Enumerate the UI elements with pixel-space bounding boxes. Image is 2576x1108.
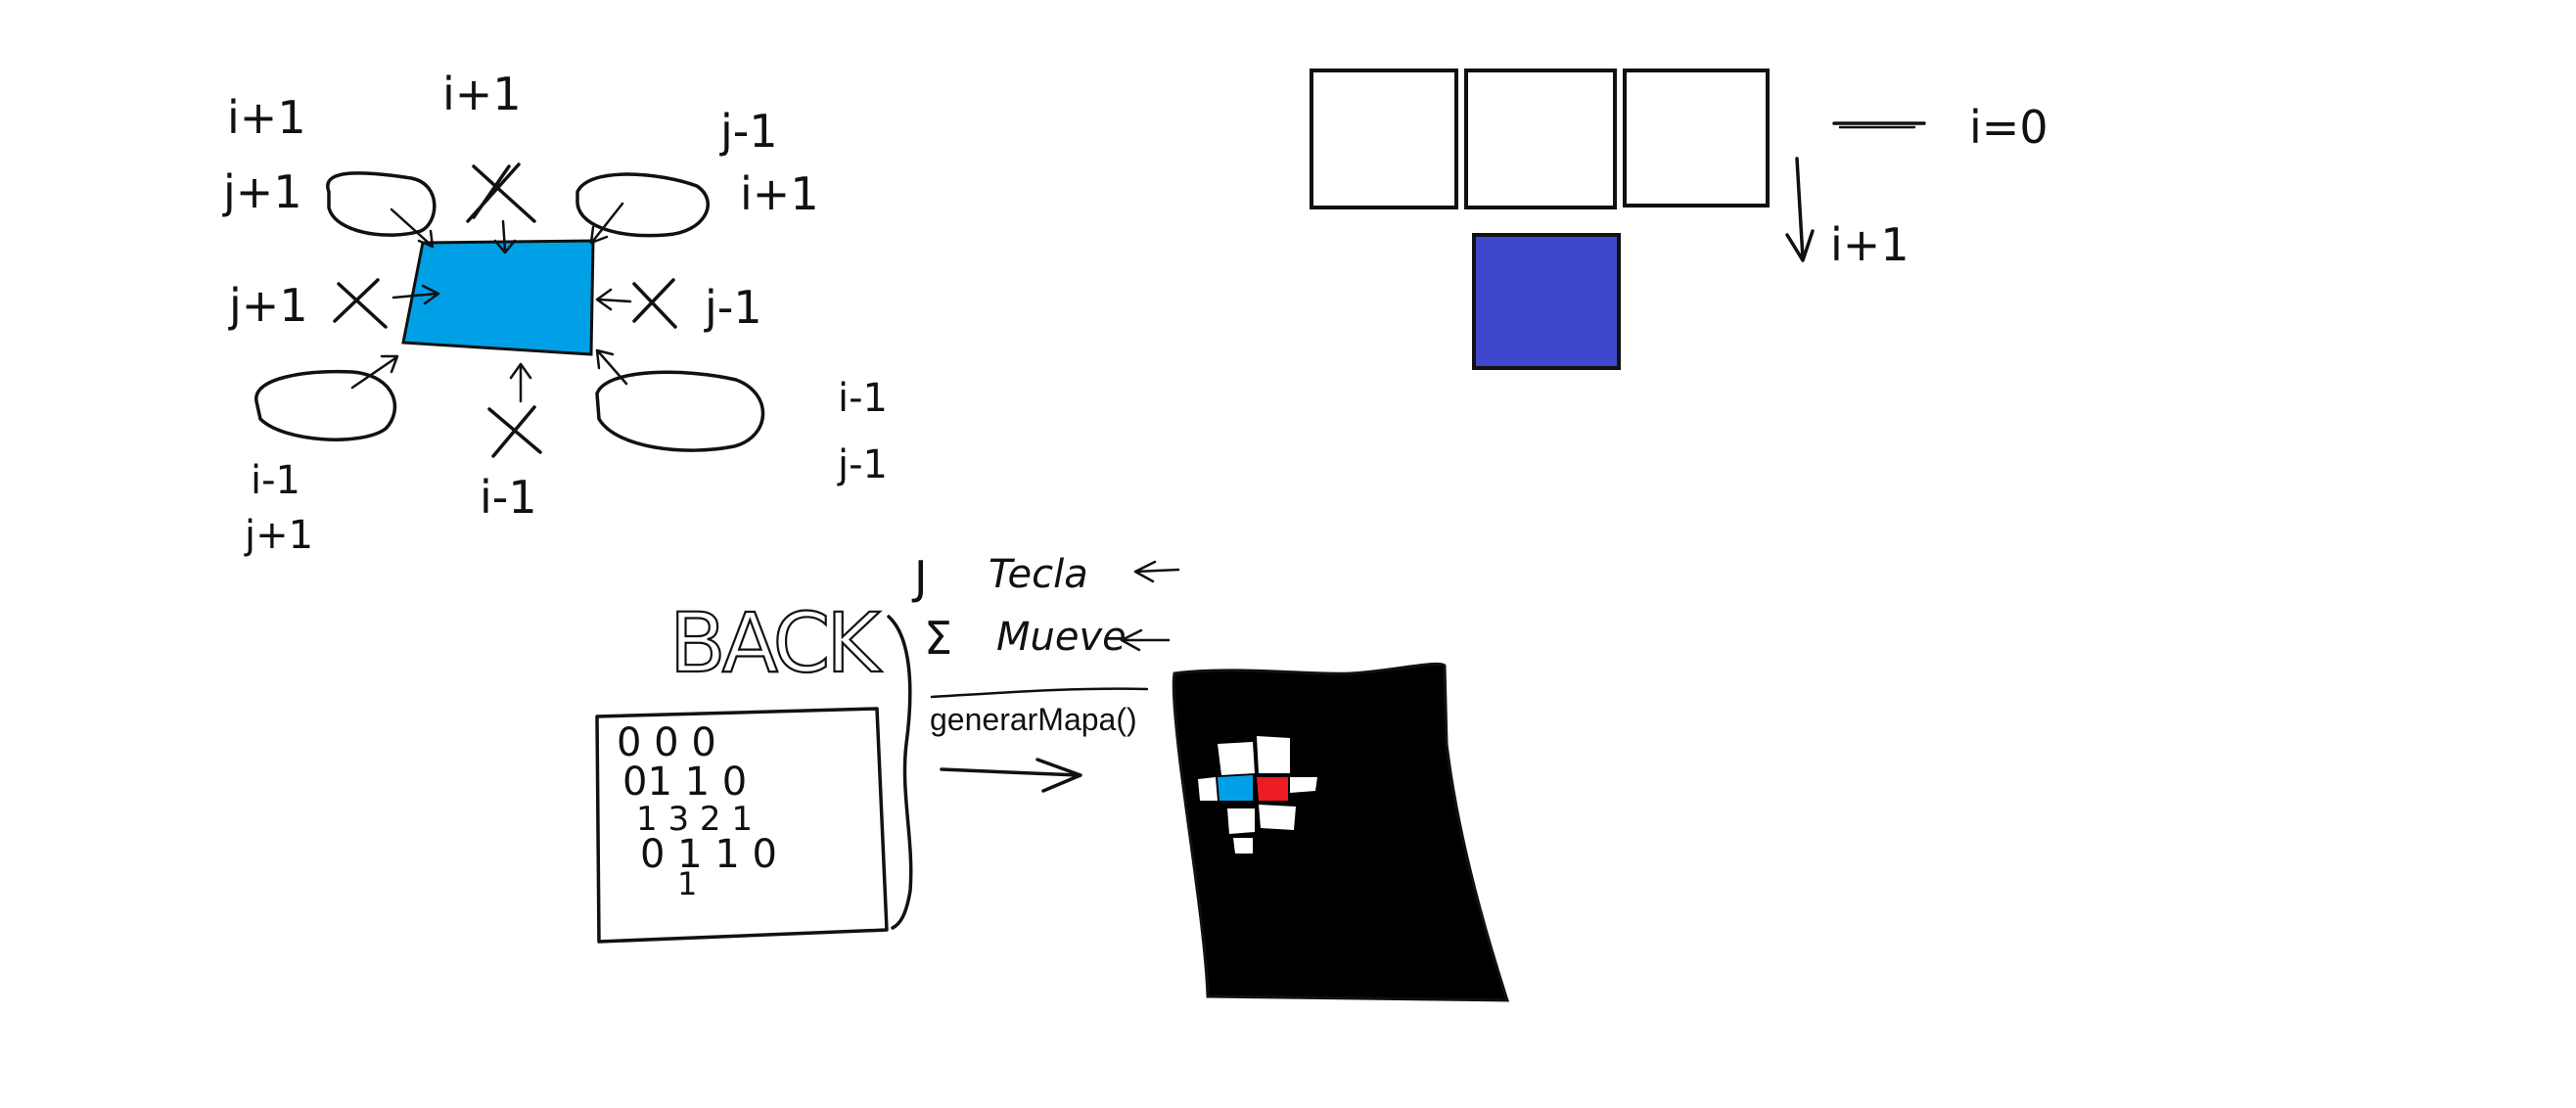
label-bottom-right-i: i-1 <box>838 376 888 421</box>
backend-title: BACK <box>669 595 882 691</box>
map-target-tile <box>1257 777 1288 801</box>
map-preview <box>1172 662 1510 1002</box>
x-mark-bottom <box>487 405 542 458</box>
grid-cell-2 <box>1464 69 1617 209</box>
ellipse-bottom-right <box>595 370 765 452</box>
item-label-1: Tecla <box>989 552 1088 597</box>
label-bottom-center: i-1 <box>480 471 537 524</box>
matrix-row-1: 0 0 0 <box>617 720 716 765</box>
matrix-row-5: 1 <box>677 865 697 902</box>
grid-cell-1 <box>1310 69 1458 209</box>
function-overline <box>930 687 1149 699</box>
row-label: i=0 <box>1969 101 2048 154</box>
grid-highlight-cell <box>1472 233 1621 370</box>
brace <box>887 615 913 930</box>
down-arrow <box>1795 157 1805 260</box>
matrix-row-2: 01 1 0 <box>622 760 747 805</box>
label-top-left-j: j+1 <box>222 165 302 218</box>
map-tiles <box>1198 736 1317 854</box>
label-left: j+1 <box>228 279 308 332</box>
center-cell <box>401 239 595 356</box>
matrix-row-3: 1 3 2 1 <box>636 800 753 839</box>
item-symbol-2: Σ <box>924 612 952 665</box>
x-mark-left <box>333 278 388 329</box>
label-top-right-i: i+1 <box>740 167 819 220</box>
arrows-to-center <box>350 202 632 403</box>
arrow-to-map <box>940 767 1081 777</box>
ellipse-bottom-left <box>254 369 397 441</box>
matrix-row-4: 0 1 1 0 <box>640 832 777 877</box>
grid-diagram: i=0 i+1 <box>1310 69 2048 370</box>
label-top-right-j: j-1 <box>719 105 778 158</box>
item-label-2: Mueve <box>996 615 1127 660</box>
item-symbol-1: J <box>911 551 928 604</box>
label-right: j-1 <box>704 281 762 334</box>
x-mark-top <box>466 162 536 223</box>
function-call: generarMapa() <box>930 702 1137 737</box>
item-arrow-1 <box>1133 568 1180 574</box>
matrix-panel <box>595 707 889 944</box>
map-background <box>1172 662 1510 1002</box>
grid-cell-3 <box>1623 69 1770 208</box>
label-bottom-left-j: j+1 <box>244 513 313 558</box>
x-mark-right <box>632 278 677 329</box>
ellipse-top-left <box>326 171 437 237</box>
label-top-left-i: i+1 <box>227 91 306 144</box>
next-row-label: i+1 <box>1830 218 1909 271</box>
backend-section: BACK 0 0 0 01 1 0 1 3 2 1 0 1 1 0 1 J Te… <box>595 551 1180 944</box>
map-player-tile <box>1218 775 1253 801</box>
neighbor-diagram: i+1 j+1 i+1 j-1 i+1 j+1 j-1 i-1 j+1 i-1 … <box>222 68 888 558</box>
ellipse-top-right <box>575 172 710 238</box>
label-bottom-left-i: i-1 <box>251 458 300 503</box>
label-bottom-right-j: j-1 <box>837 442 888 487</box>
label-top-center: i+1 <box>442 68 522 120</box>
